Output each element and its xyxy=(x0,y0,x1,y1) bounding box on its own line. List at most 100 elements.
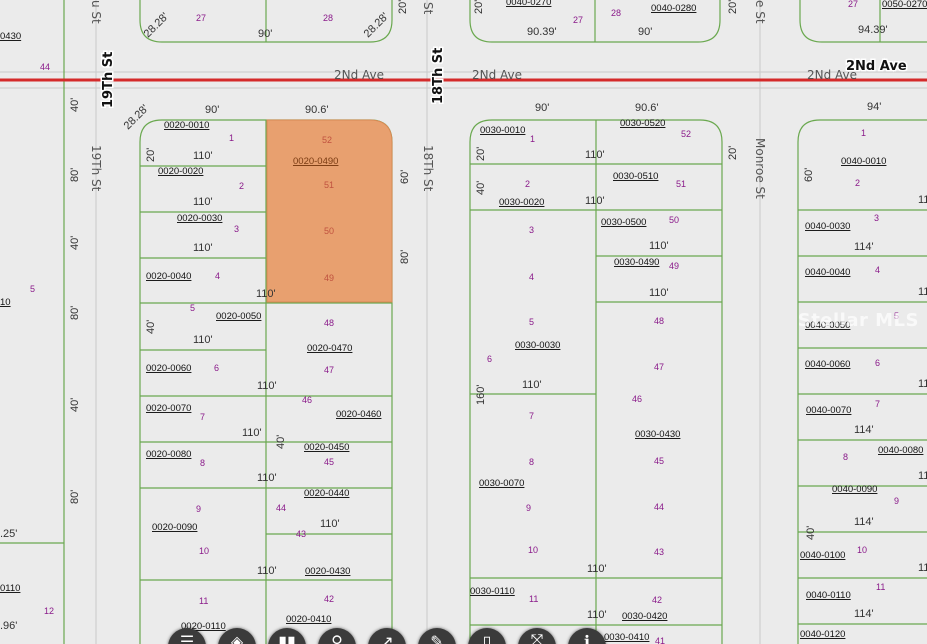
parcel-id[interactable]: 0040-0090 xyxy=(832,484,877,495)
dim: 110' xyxy=(320,518,340,530)
info-icon[interactable]: ℹ xyxy=(568,628,606,644)
parcel-id[interactable]: 0030-0420 xyxy=(622,611,667,622)
parcel-id[interactable]: 0040-0040 xyxy=(805,267,850,278)
lot-number: 43 xyxy=(654,547,664,557)
selected-parcel[interactable] xyxy=(266,119,393,303)
parcel-id[interactable]: 0030-0410 xyxy=(604,632,649,643)
parcel-id[interactable]: 0030-0490 xyxy=(614,257,659,268)
lot-number: 5 xyxy=(529,317,534,327)
lot-number: 51 xyxy=(676,179,686,189)
lot-number: 1 xyxy=(530,134,535,144)
book-icon[interactable]: ▮▮ xyxy=(268,628,306,644)
lot-number: 5 xyxy=(190,303,195,313)
parcel-id[interactable]: 0020-0110 xyxy=(181,621,226,632)
parcel-id[interactable]: 0040-0100 xyxy=(800,550,845,561)
parcel-id[interactable]: 0110 xyxy=(0,583,20,594)
parcel-id[interactable]: 0030-0020 xyxy=(499,197,544,208)
layers-icon[interactable]: ◈ xyxy=(218,628,256,644)
lot-number: 2 xyxy=(525,179,530,189)
info-icon-glyph: ℹ xyxy=(583,634,591,644)
parcel-id[interactable]: 0050-0270 xyxy=(882,0,927,10)
parcel-id[interactable]: 0030-0030 xyxy=(515,340,560,351)
parcel-id[interactable]: 0030-0510 xyxy=(613,171,658,182)
parcel-id[interactable]: 0020-0020 xyxy=(158,166,203,177)
dim: 60' xyxy=(399,170,411,184)
parcel-id[interactable]: 0040-0010 xyxy=(841,156,886,167)
print-icon[interactable]: ▯ xyxy=(468,628,506,644)
parcel-id[interactable]: 0030-0010 xyxy=(480,125,525,136)
dim: 20' xyxy=(473,0,485,14)
parcel-id-selected[interactable]: 0020-0490 xyxy=(293,156,338,167)
parcel-id[interactable]: 0020-0470 xyxy=(307,343,352,354)
parcel-id[interactable]: 0020-0460 xyxy=(336,409,381,420)
parcel-id[interactable]: 0030-0430 xyxy=(635,429,680,440)
lot-number: 45 xyxy=(654,456,664,466)
dim: 60' xyxy=(803,168,815,182)
lot-number: 8 xyxy=(529,457,534,467)
lot-number: 46 xyxy=(302,395,312,405)
draw-icon[interactable]: ✎ xyxy=(418,628,456,644)
dim: 11 xyxy=(918,378,927,390)
list-icon[interactable]: ☰ xyxy=(168,628,206,644)
parcel-id[interactable]: 0040-0070 xyxy=(806,405,851,416)
parcel-id[interactable]: 10 xyxy=(0,297,11,308)
dim: 110' xyxy=(242,427,262,439)
dim: 80' xyxy=(69,490,81,504)
lot-number: 42 xyxy=(324,594,334,604)
parcel-id[interactable]: 0040-0120 xyxy=(800,629,845,640)
parcel-id[interactable]: 0020-0090 xyxy=(152,522,197,533)
parcel-id[interactable]: 0040-0270 xyxy=(506,0,551,8)
parcel-id[interactable]: 0040-0080 xyxy=(878,445,923,456)
dim: 80' xyxy=(399,250,411,264)
parcel-id[interactable]: 0020-0410 xyxy=(286,614,331,625)
street-label-19th: 19Th St xyxy=(89,145,103,192)
parcel-id[interactable]: 0040-0060 xyxy=(805,359,850,370)
parcel-id[interactable]: 0020-0450 xyxy=(304,442,349,453)
lot-number: 3 xyxy=(234,224,239,234)
measure-icon[interactable]: ↗ xyxy=(368,628,406,644)
parcel-id[interactable]: 0040-0280 xyxy=(651,3,696,14)
dim: 20' xyxy=(727,0,739,14)
dim: 110' xyxy=(257,565,277,577)
parcel-id[interactable]: 0040-0030 xyxy=(805,221,850,232)
parcel-id[interactable]: 0040-0110 xyxy=(806,590,851,601)
parcel-id[interactable]: 0020-0080 xyxy=(146,449,191,460)
street-label-2nd-ave-bold: 2Nd Ave xyxy=(846,59,907,74)
dim: 11 xyxy=(918,194,927,206)
parcel-id[interactable]: 0020-0070 xyxy=(146,403,191,414)
parcel-id[interactable]: 0020-0430 xyxy=(305,566,350,577)
parcel-id[interactable]: 0020-0060 xyxy=(146,363,191,374)
share-icon[interactable]: ⤧ xyxy=(518,628,556,644)
draw-icon-glyph: ✎ xyxy=(430,634,444,644)
parcel-id[interactable]: 0020-0050 xyxy=(216,311,261,322)
parcel-id[interactable]: 0020-0040 xyxy=(146,271,191,282)
lot-number: 48 xyxy=(654,316,664,326)
map-toolbar: ☰ ◈ ▮▮ ⚲ ↗ ✎ ▯ ⤧ ℹ xyxy=(168,628,606,644)
parcel-id[interactable]: 0040-0050 xyxy=(805,320,850,331)
parcel-id[interactable]: 0030-0070 xyxy=(479,478,524,489)
parcel-id[interactable]: 0020-0440 xyxy=(304,488,349,499)
map-pin-icon[interactable]: ⚲ xyxy=(318,628,356,644)
parcel-id[interactable]: 0430 xyxy=(0,31,21,42)
dim: 110' xyxy=(649,240,669,252)
parcel-id[interactable]: 0020-0030 xyxy=(177,213,222,224)
street-label-2nd-ave-3: 2Nd Ave xyxy=(807,68,857,82)
lot-number: 7 xyxy=(875,399,880,409)
lot-number: 45 xyxy=(324,457,334,467)
dim: 90' xyxy=(638,26,652,38)
lot-number: 4 xyxy=(875,265,880,275)
dim: 40' xyxy=(69,236,81,250)
parcel-id[interactable]: 0030-0110 xyxy=(470,586,515,597)
layers-icon-glyph: ◈ xyxy=(230,634,244,644)
dim: 90.6' xyxy=(635,102,659,114)
lot-number: 27 xyxy=(196,13,206,23)
parcel-id[interactable]: 0030-0520 xyxy=(620,118,665,129)
parcel-id[interactable]: 0020-0010 xyxy=(164,120,209,131)
dim: 110' xyxy=(585,149,605,161)
parcel-id[interactable]: 0030-0500 xyxy=(601,217,646,228)
